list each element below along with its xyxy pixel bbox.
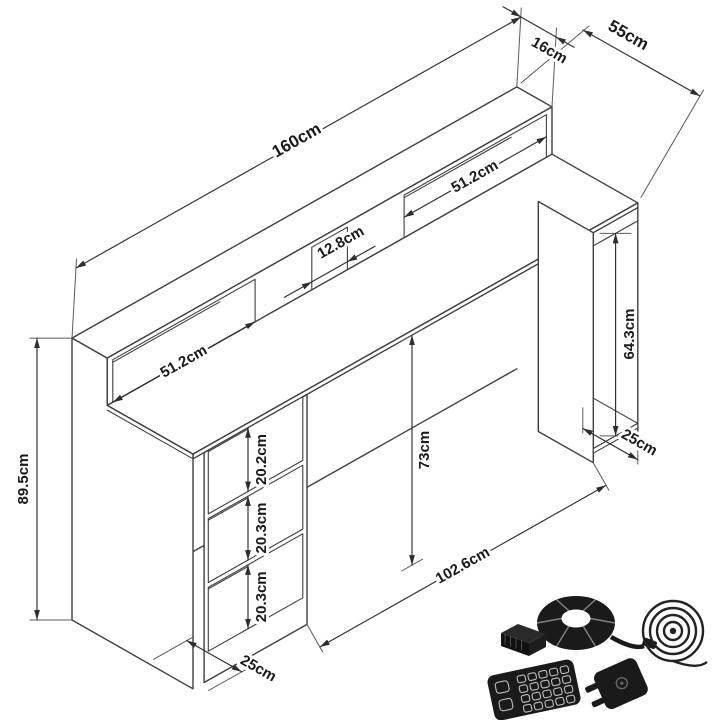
dim-label-knee-height: 73cm [416, 431, 433, 469]
dim-label-total-width: 160cm [269, 119, 324, 162]
remote-control [487, 659, 581, 720]
spiral-ring [655, 613, 691, 649]
led-roll-hole [561, 609, 591, 628]
spiral-center [669, 627, 677, 635]
remote-button [550, 677, 561, 687]
dim-label-pedestal-depth: 25cm [237, 652, 279, 686]
ext-total-width-left [71, 258, 77, 339]
led-strip-roll [536, 596, 657, 650]
remote-button [555, 696, 565, 706]
dim-label-total-depth: 55cm [605, 16, 652, 54]
dim-label-pedestal-top-compartment: 20.2cm [253, 434, 270, 485]
spiral-ring [662, 620, 684, 642]
led-roll-band [555, 625, 570, 647]
remote-button [553, 687, 563, 697]
pedestal-middle-opening [207, 464, 304, 584]
pedestal-bottom-opening-interior-edge [207, 566, 249, 590]
ext-knee-width-left [306, 623, 323, 653]
dim-label-total-height: 89.5cm [15, 454, 32, 505]
led-roll-band [536, 617, 562, 624]
dimension-lines [29, 6, 704, 691]
dim-knee-width [319, 484, 607, 648]
remote-buttons [516, 665, 576, 713]
dim-label-cabinet-depth: 25cm [618, 426, 660, 460]
ext-knee-width-right [592, 462, 610, 491]
accessories [487, 596, 708, 720]
ext-total-depth-back [520, 25, 590, 84]
ext-total-width-right [516, 7, 522, 88]
dim-label-knee-width: 102.6cm [433, 544, 493, 588]
adapter-detail [615, 676, 629, 690]
pedestal-bottom-opening [207, 533, 304, 652]
dim-hutch-depth-arrow-a [502, 6, 522, 18]
controller-box-top [501, 624, 546, 643]
remote-button [563, 684, 574, 694]
remote-button [529, 681, 540, 691]
remote-button [531, 691, 542, 701]
dim-label-pedestal-bottom-compartment: 20.3cm [253, 571, 270, 622]
pedestal-top-opening [207, 396, 304, 515]
left-panel-desktop-line [106, 409, 194, 460]
dim-hutch-middle-opening [311, 261, 348, 283]
dim-total-width [75, 16, 522, 269]
ext-hutch-depth [551, 27, 557, 108]
remote-button [561, 675, 572, 684]
dim-label-pedestal-middle-compartment: 20.3cm [253, 503, 270, 554]
led-roll-band [582, 625, 597, 647]
remote-power-button [494, 680, 510, 694]
dim-hutch-depth-arrow-b [555, 36, 575, 48]
remote-button [516, 674, 527, 684]
controller-box-front [501, 633, 529, 656]
spiral-cable [641, 599, 708, 667]
power-adapter [585, 658, 648, 709]
remote-mode-button [498, 697, 514, 712]
remote-button [522, 703, 533, 713]
dim-hutch-middle-arrow-b [346, 245, 376, 263]
remote-button [542, 689, 552, 699]
controller-box-side [529, 634, 546, 656]
remote-body [487, 659, 581, 720]
dim-label-cabinet-height: 64.3cm [621, 309, 638, 360]
pedestal-top-opening-interior-edge [207, 428, 249, 453]
remote-button [548, 667, 559, 677]
dim-label-hutch-depth: 16cm [528, 34, 570, 68]
dim-hutch-right-opening [403, 136, 547, 218]
remote-button [565, 694, 576, 704]
remote-button [559, 665, 570, 675]
adapter-detail-dot [620, 681, 624, 685]
desk-drawing [71, 86, 639, 690]
remote-button [518, 684, 529, 694]
adapter-prong [591, 697, 605, 708]
dim-hutch-depth [520, 16, 557, 38]
spiral-tail [672, 659, 708, 667]
pedestal-middle-opening-interior-edge [207, 497, 249, 521]
remote-button [520, 694, 531, 703]
led-roll-band [590, 617, 616, 624]
remote-button [538, 669, 548, 679]
led-strip-tail [609, 635, 645, 650]
led-roll-band [556, 599, 570, 612]
dim-hutch-middle-arrow-a [283, 281, 313, 298]
remote-button [527, 672, 537, 682]
dim-total-depth [582, 29, 701, 97]
ext-total-depth-front [640, 89, 704, 198]
cabinet-left-panel [537, 200, 594, 464]
remote-button [540, 679, 550, 689]
led-roll-band [582, 599, 596, 612]
spiral-ring [648, 606, 698, 656]
controller-box [501, 624, 546, 656]
dim-pedestal-depth [186, 640, 243, 673]
remote-button [533, 701, 544, 711]
remote-button [544, 699, 554, 709]
adapter-prong [585, 683, 599, 693]
dim-cabinet-depth [582, 427, 639, 461]
dim-hutch-left-opening [112, 321, 256, 403]
